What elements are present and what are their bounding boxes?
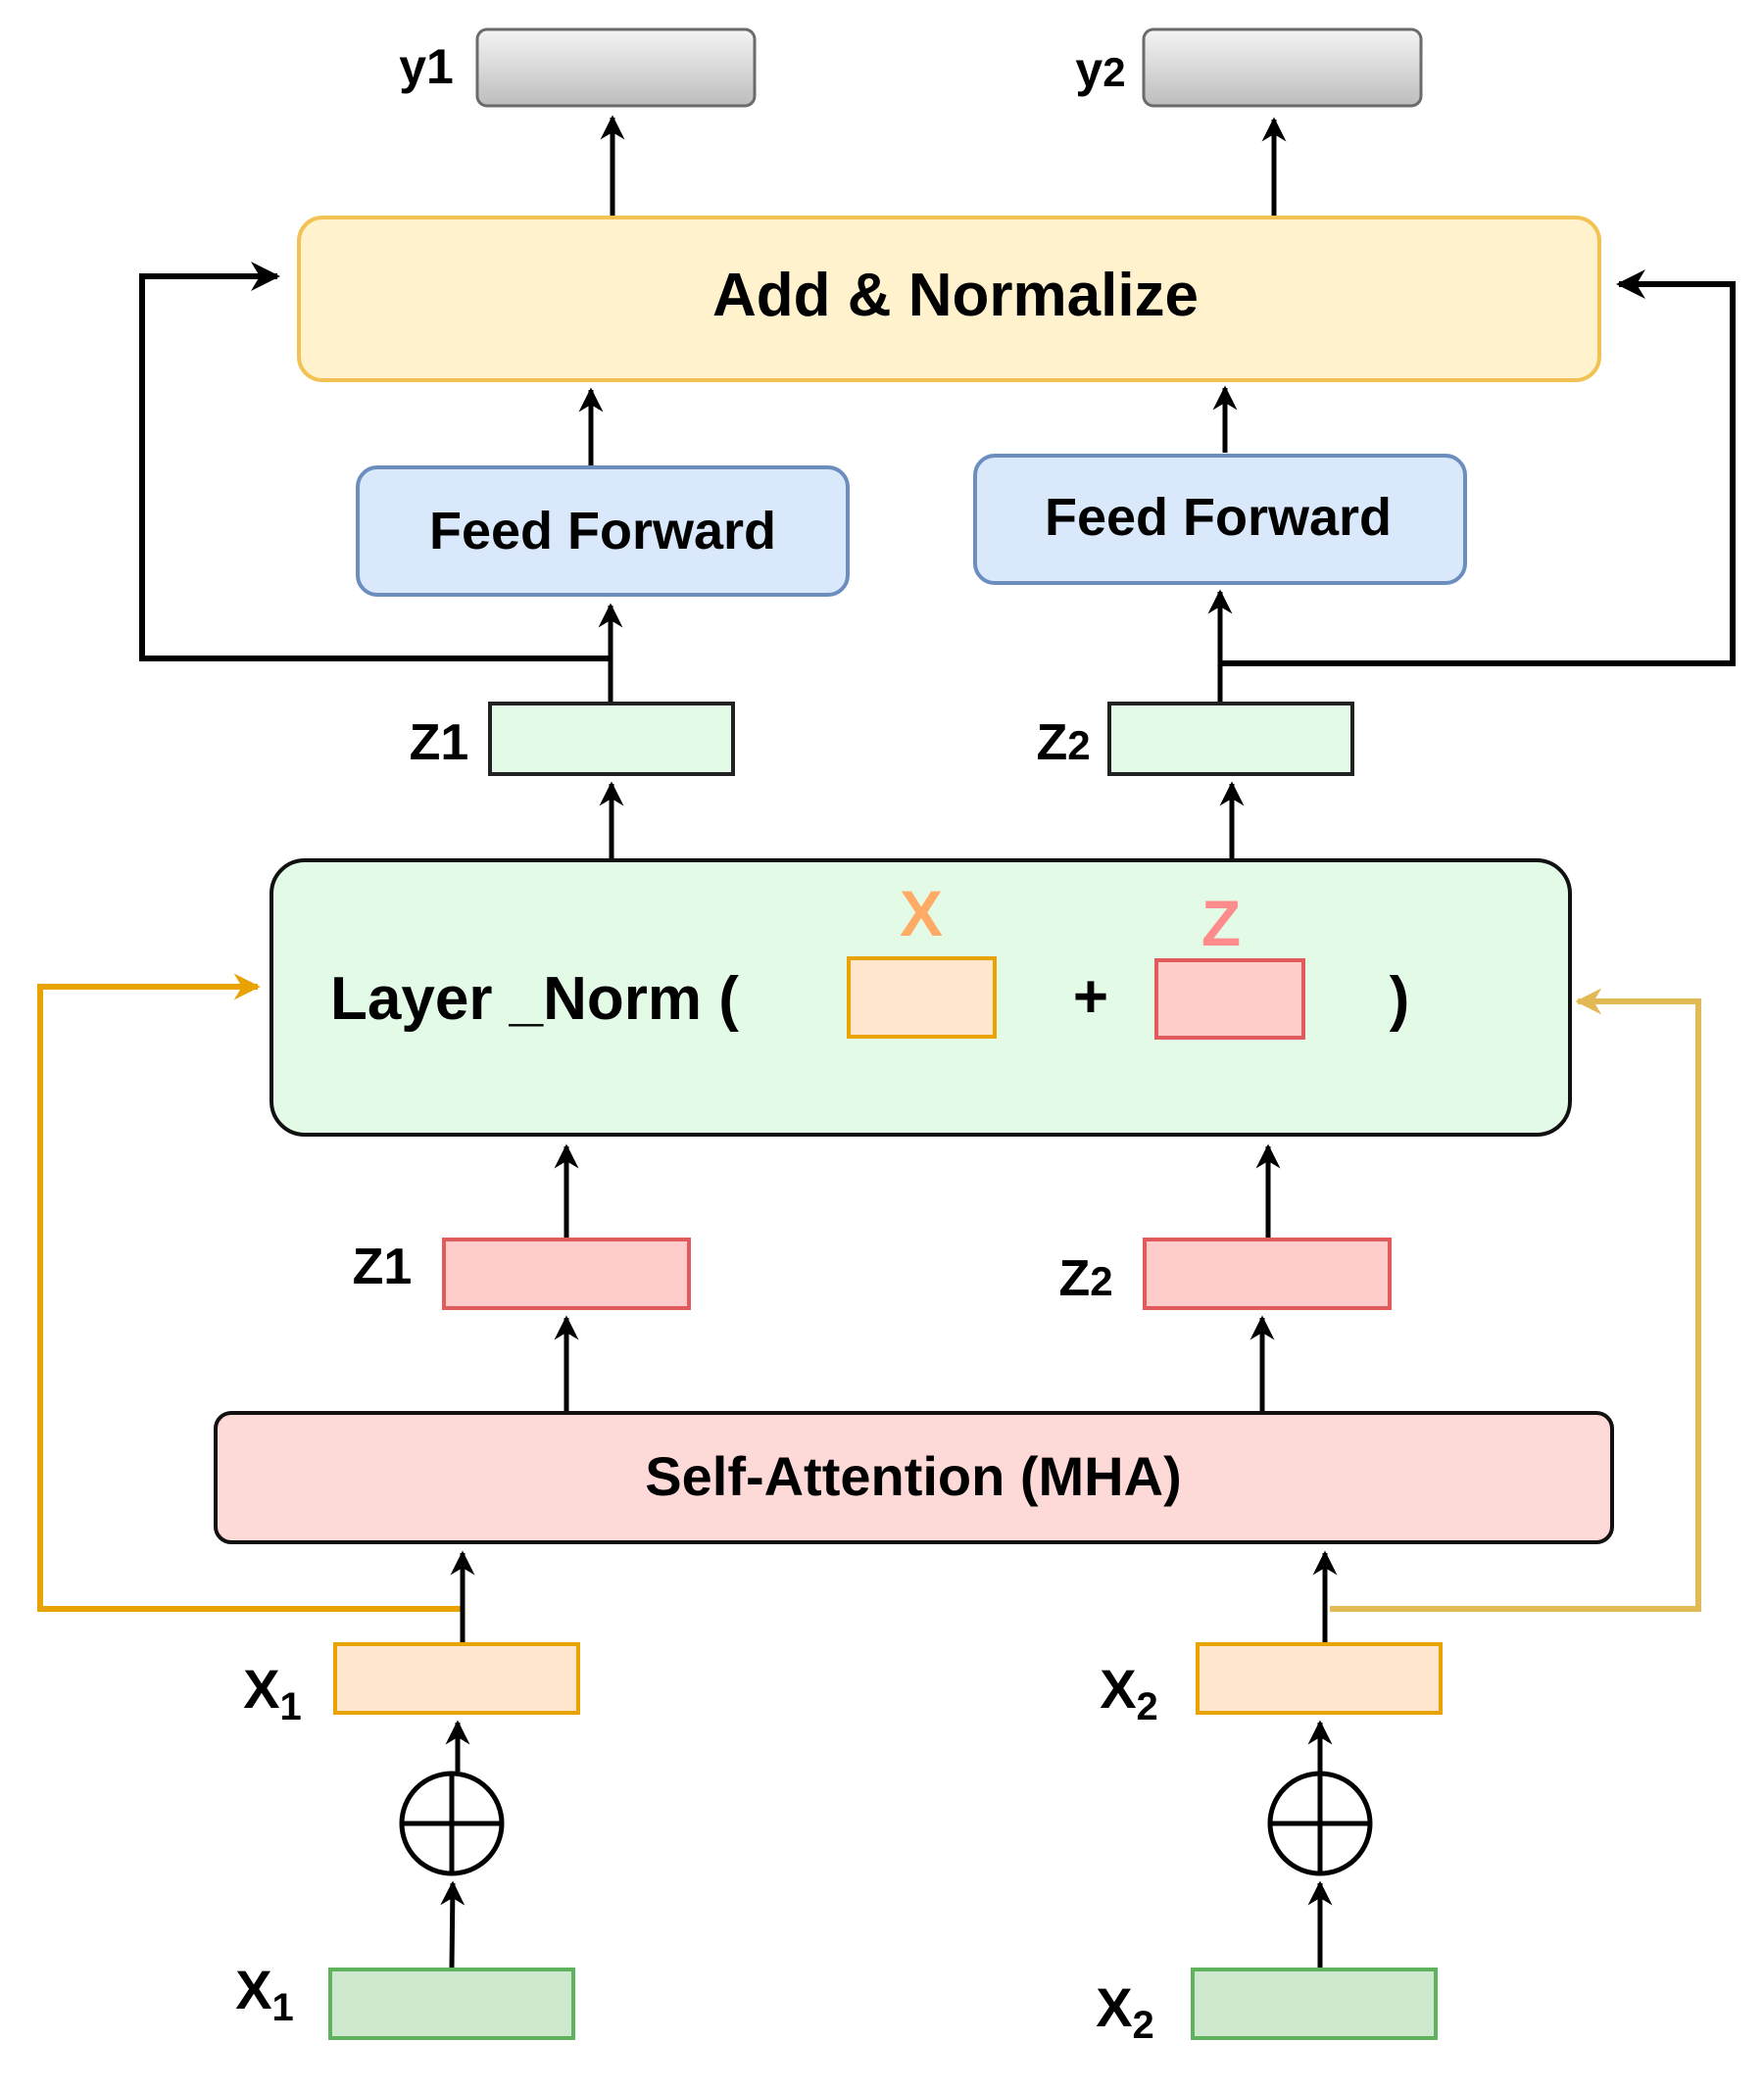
y1-output-box [475, 27, 757, 108]
self-attention-label: Self-Attention (MHA) [645, 1445, 1181, 1507]
x2-input-label: X2 [1096, 1976, 1154, 2047]
add-normalize-label: Add & Normalize [712, 262, 1199, 329]
layer-norm-x-box [847, 956, 997, 1039]
y2-output-box [1142, 27, 1423, 108]
z2-upper-label: Z2 [1036, 714, 1090, 771]
z1-upper-label: Z1 [410, 714, 469, 771]
x1-input-box [328, 1968, 575, 2040]
feed-forward-left-label: Feed Forward [429, 502, 776, 560]
z2-upper-box [1107, 702, 1354, 776]
add-normalize-box [297, 216, 1601, 382]
feed-forward-right-label: Feed Forward [1045, 488, 1392, 547]
x1-input-label: X1 [235, 1959, 294, 2029]
layer-norm-label: Layer _Norm ( [330, 965, 739, 1033]
layer-norm-close-paren: ) [1390, 965, 1410, 1033]
feed-forward-right-box [973, 454, 1467, 585]
self-attention-box [214, 1411, 1614, 1544]
x2-embedded-box [1196, 1642, 1443, 1715]
x2-embedded-label: X2 [1100, 1658, 1158, 1728]
circle-plus-icon [1267, 1771, 1373, 1876]
layer-norm-z-caption: Z [1201, 887, 1241, 959]
z2-lower-box [1143, 1238, 1392, 1310]
residual-right-to-addnorm [1220, 269, 1736, 666]
z1-lower-label: Z1 [353, 1239, 413, 1295]
x2-input-box [1191, 1968, 1438, 2040]
layer-norm-plus: + [1073, 963, 1108, 1031]
z1-lower-box [442, 1238, 691, 1310]
arrow-x1-input-to-add [440, 1880, 466, 1968]
residual-x1-to-layernorm [37, 973, 463, 1612]
z2-lower-label: Z2 [1058, 1250, 1112, 1307]
circle-plus-icon [399, 1771, 505, 1876]
x1-embedded-label: X1 [243, 1658, 302, 1728]
layer-norm-z-box [1154, 958, 1305, 1040]
residual-left-to-addnorm [139, 262, 611, 661]
y2-label: y2 [1075, 42, 1125, 97]
y1-label: y1 [399, 39, 454, 94]
x1-embedded-box [333, 1642, 580, 1715]
layer-norm-x-caption: X [900, 877, 943, 949]
feed-forward-left-box [356, 465, 850, 597]
residual-x2-to-layernorm [1330, 988, 1701, 1612]
z1-upper-box [488, 702, 735, 776]
